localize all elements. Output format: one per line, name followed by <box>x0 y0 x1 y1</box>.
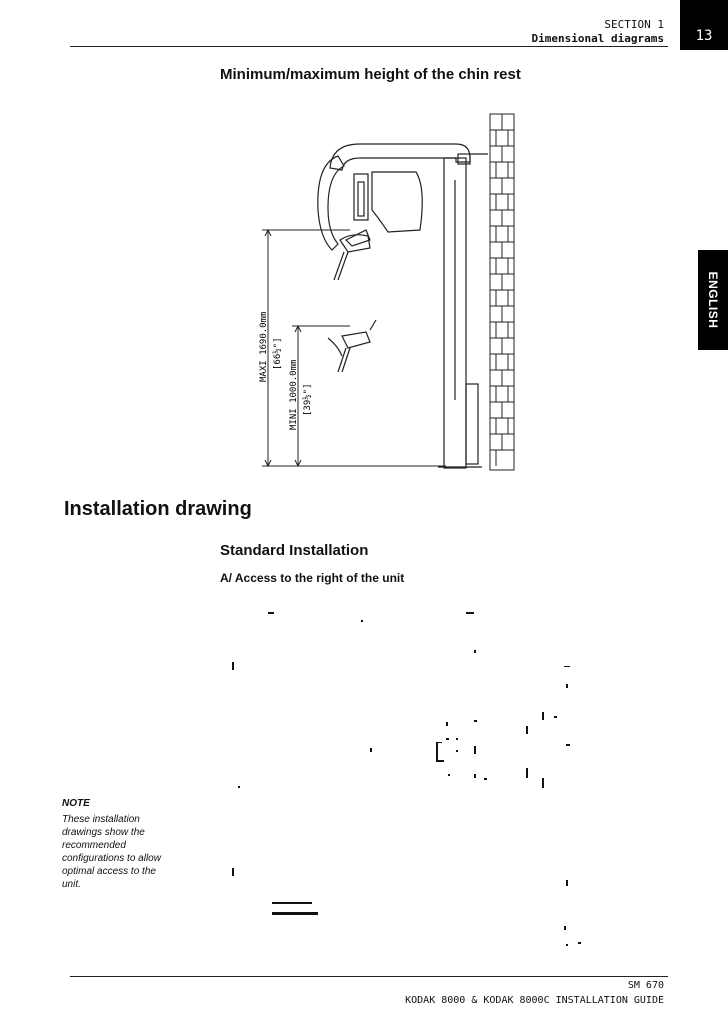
language-label: ENGLISH <box>706 271 720 329</box>
chin-rest-heading: Minimum/maximum height of the chin rest <box>220 66 521 83</box>
guide-title: KODAK 8000 & KODAK 8000C INSTALLATION GU… <box>405 995 664 1006</box>
max-height-label: MAXI 1690.0mm <box>259 312 269 382</box>
installation-drawing <box>232 612 581 946</box>
max-height-inch-label: [66½"] <box>272 337 283 370</box>
page-number: 13 <box>680 0 728 50</box>
installation-heading: Installation drawing <box>64 498 252 520</box>
panoramic-unit-drawing <box>317 143 488 469</box>
footer-rule <box>70 976 668 977</box>
standard-installation-heading: Standard Installation <box>220 542 369 559</box>
note-title: NOTE <box>62 798 90 809</box>
chin-rest-height-diagram: MAXI 1690.0mm [66½"] MINI 1000.0mm [39½"… <box>259 113 515 471</box>
dimension-lines <box>262 228 446 468</box>
brick-wall-drawing <box>489 113 515 471</box>
access-right-heading: A/ Access to the right of the unit <box>220 571 405 585</box>
language-tab: ENGLISH <box>698 250 728 350</box>
running-header: SECTION 1 Dimensional diagrams <box>532 18 664 46</box>
header-rule <box>70 46 668 47</box>
min-height-label: MINI 1000.0mm <box>289 360 299 430</box>
note-body: These installation drawings show the rec… <box>62 814 161 890</box>
section-number: SECTION 1 <box>604 18 664 31</box>
document-code: SM 670 <box>627 980 664 991</box>
min-height-inch-label: [39½"] <box>302 383 313 416</box>
section-title: Dimensional diagrams <box>531 32 664 45</box>
